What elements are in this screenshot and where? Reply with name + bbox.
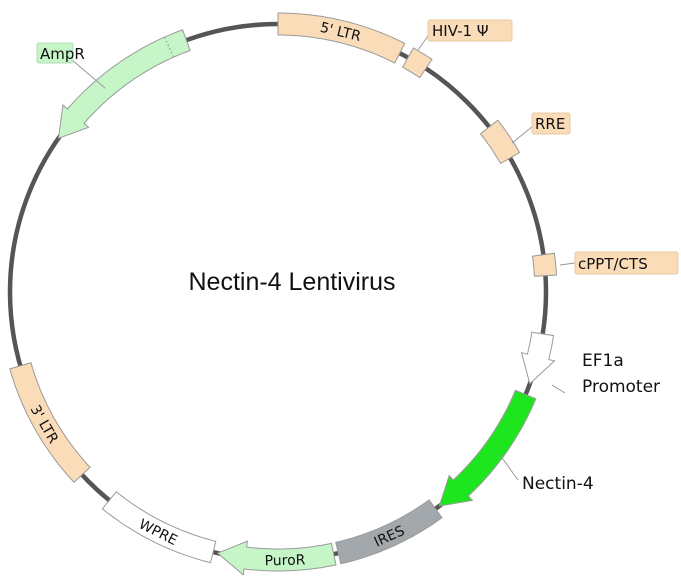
label-hiv-psi[interactable]: HIV-1 Ψ bbox=[427, 19, 513, 42]
feature-wpre[interactable] bbox=[101, 490, 217, 564]
feature-puror-text: PuroR bbox=[264, 552, 305, 569]
feature-hiv-psi[interactable] bbox=[401, 47, 433, 79]
label-rre[interactable]: RRE bbox=[531, 112, 571, 135]
label-ampr[interactable]: AmpR bbox=[36, 42, 85, 64]
leader-ef1a bbox=[551, 384, 566, 394]
leader-hiv bbox=[417, 35, 429, 51]
label-cppt-text: cPPT/CTS bbox=[578, 255, 648, 273]
label-ef1a[interactable]: EF1a bbox=[582, 351, 624, 371]
feature-ires[interactable] bbox=[335, 499, 443, 565]
label-ef1a-promoter[interactable]: Promoter bbox=[582, 377, 660, 397]
leader-rre bbox=[511, 125, 534, 144]
feature-puror[interactable] bbox=[216, 540, 337, 576]
feature-5-ltr[interactable] bbox=[277, 12, 406, 64]
feature-3-ltr[interactable] bbox=[9, 362, 91, 484]
leader-nectin bbox=[499, 454, 519, 481]
leader-cppt bbox=[559, 262, 576, 266]
label-hiv-psi-text: HIV-1 Ψ bbox=[432, 22, 489, 40]
feature-ef1a-promoter[interactable] bbox=[520, 331, 556, 385]
label-nectin4[interactable]: Nectin-4 bbox=[522, 474, 594, 494]
plasmid-title: Nectin-4 Lentivirus bbox=[188, 268, 395, 296]
feature-cppt-cts[interactable] bbox=[531, 252, 558, 277]
leader-ampr bbox=[71, 59, 106, 89]
feature-ampr[interactable] bbox=[57, 29, 191, 140]
label-ampr-text: AmpR bbox=[40, 45, 85, 63]
feature-rre[interactable] bbox=[479, 119, 521, 165]
label-rre-text: RRE bbox=[535, 115, 565, 133]
label-cppt[interactable]: cPPT/CTS bbox=[574, 251, 679, 275]
feature-nectin4[interactable] bbox=[438, 389, 537, 507]
